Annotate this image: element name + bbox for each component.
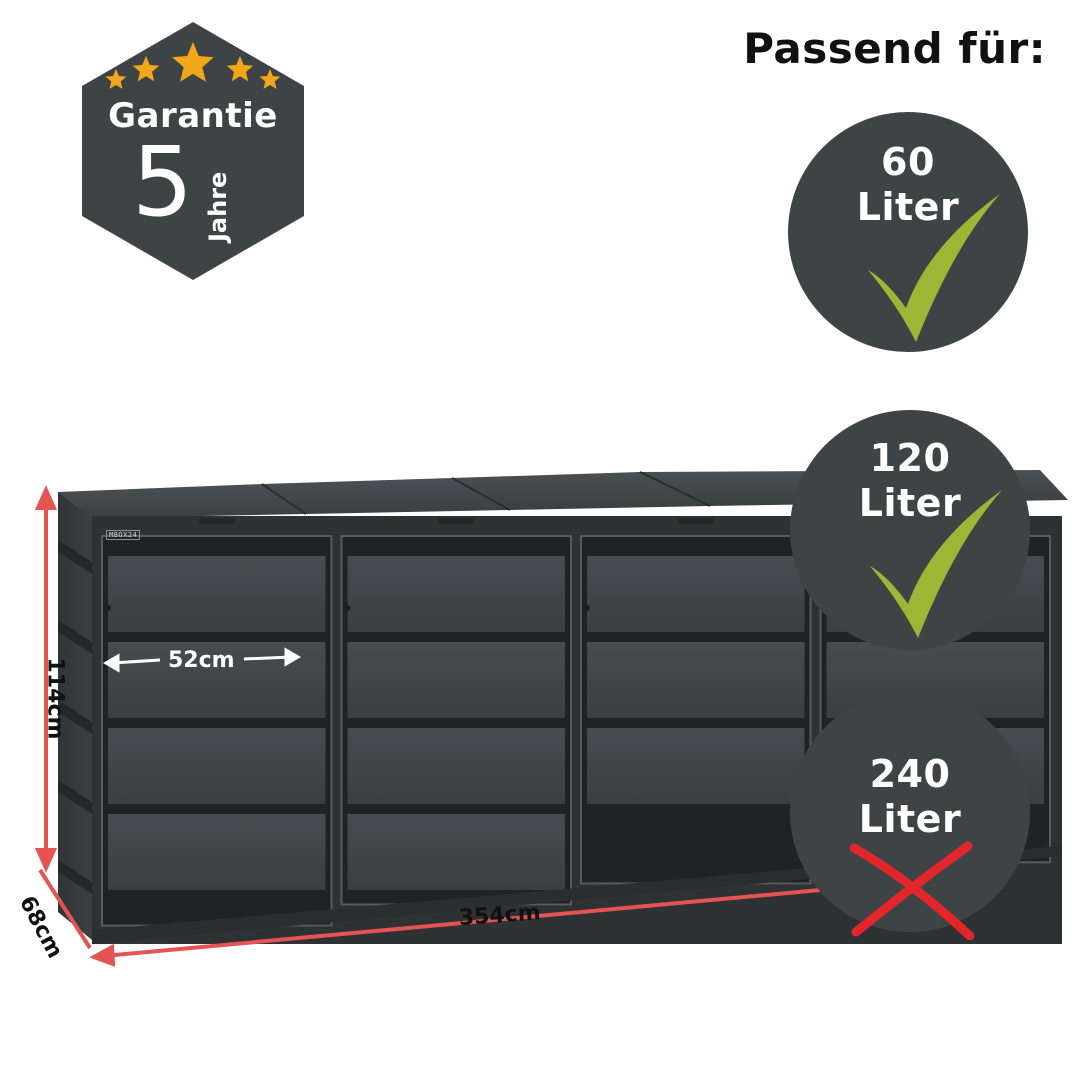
star-icon [105, 69, 127, 89]
liter-unit: Liter [858, 480, 962, 525]
rating-stars [105, 42, 281, 89]
liter-size: 240 [869, 752, 951, 796]
guarantee-years: 5 [132, 126, 194, 238]
guarantee-badge [82, 22, 304, 280]
liter-size: 60 [881, 140, 935, 184]
guarantee-unit: Jahre [204, 171, 232, 242]
cross-icon [850, 841, 974, 940]
compatibility-headline: Passend für: [743, 24, 1046, 73]
liter-unit: Liter [858, 796, 962, 841]
side-panel [58, 492, 92, 940]
height-dimension-label: 114cm [42, 657, 68, 740]
compartment-door [340, 518, 572, 906]
door-width-label: 52cm [168, 648, 235, 673]
checkmark-icon [868, 194, 1000, 342]
compartment-door [101, 518, 333, 927]
compartment-door [580, 518, 812, 885]
liter-unit: Liter [856, 184, 960, 229]
liter-size: 120 [869, 436, 951, 480]
brand-plate: MBOX24 [106, 530, 141, 540]
checkmark-icon [870, 490, 1002, 638]
guarantee-word: Garantie [108, 96, 278, 136]
star-icon [226, 56, 254, 82]
star-icon [132, 56, 160, 82]
star-icon [259, 69, 281, 89]
star-icon [172, 42, 214, 82]
